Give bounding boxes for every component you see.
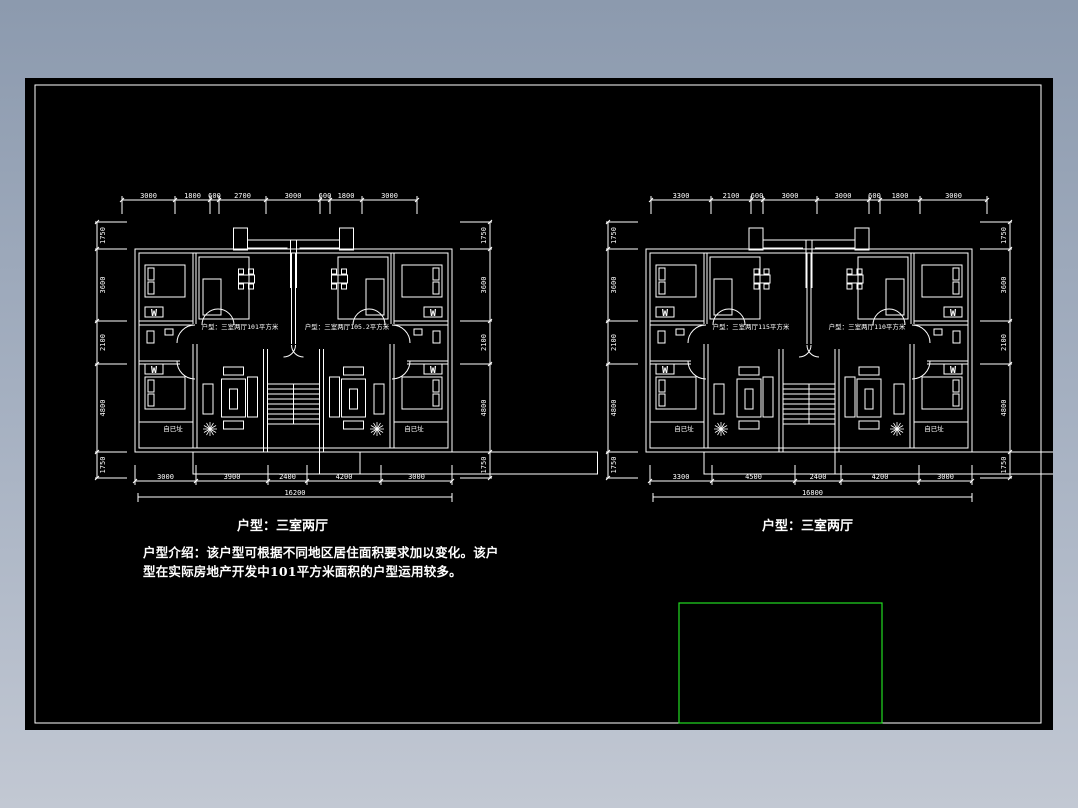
- dimension-text: 3000: [937, 473, 954, 481]
- dimension-text: 3000: [945, 192, 962, 200]
- dimension-text: 3600: [99, 277, 107, 294]
- wardrobe-symbol: W: [950, 308, 957, 319]
- dimension-text: 1750: [610, 227, 618, 244]
- dimension-text: 3000: [782, 192, 799, 200]
- dimension-text: 4800: [610, 400, 618, 417]
- dimension-text: 3300: [673, 473, 690, 481]
- wardrobe-symbol: W: [151, 308, 158, 319]
- dimension-text: 3000: [157, 473, 174, 481]
- wardrobe-symbol: W: [662, 365, 669, 376]
- room-label: 自已址: [924, 424, 944, 433]
- dimension-text: 3600: [1000, 277, 1008, 294]
- total-width-dimension: 16800: [802, 489, 823, 497]
- dimension-text: 1750: [99, 457, 107, 474]
- room-label: 自已址: [404, 424, 424, 433]
- dimension-text: 3000: [835, 192, 852, 200]
- dimension-text: 4800: [480, 400, 488, 417]
- dimension-text: 3000: [381, 192, 398, 200]
- viewport-rectangle[interactable]: [678, 602, 883, 724]
- dimension-text: 4800: [1000, 400, 1008, 417]
- dimension-text: 1800: [338, 192, 355, 200]
- dimension-text: 1750: [1000, 457, 1008, 474]
- dimension-text: 4500: [745, 473, 762, 481]
- room-label: 自已址: [163, 424, 183, 433]
- dimension-text: 1800: [184, 192, 201, 200]
- dimension-text: 4800: [99, 400, 107, 417]
- dimension-text: 3600: [610, 277, 618, 294]
- dimension-text: 3000: [285, 192, 302, 200]
- dimension-text: 2100: [480, 334, 488, 351]
- description-line-2: 型在实际房地产开发中101平方米面积的户型运用较多。: [143, 564, 462, 579]
- dimension-text: 600: [208, 192, 221, 200]
- dimension-text: 3000: [408, 473, 425, 481]
- sheet-border: [34, 84, 1042, 724]
- total-width-dimension: 16200: [284, 489, 305, 497]
- dimension-text: 1750: [480, 457, 488, 474]
- dimension-text: 3600: [480, 277, 488, 294]
- dimension-text: 1800: [892, 192, 909, 200]
- wardrobe-symbol: W: [430, 365, 437, 376]
- description-line-1: 户型介绍：该户型可根据不同地区居住面积要求加以变化。该户: [143, 545, 499, 560]
- dimension-text: 600: [868, 192, 881, 200]
- dimension-text: 2100: [99, 334, 107, 351]
- dimension-text: 1750: [1000, 227, 1008, 244]
- dimension-text: 2100: [1000, 334, 1008, 351]
- unit-area-label: 户型：三室两厅110平方米: [829, 322, 906, 331]
- dimension-text: 3000: [140, 192, 157, 200]
- wardrobe-symbol: W: [950, 365, 957, 376]
- wardrobe-symbol: W: [151, 365, 158, 376]
- dimension-text: 2100: [723, 192, 740, 200]
- unit-area-label: 户型：三室两厅105.2平方米: [305, 322, 390, 331]
- layout-description: 户型介绍：该户型可根据不同地区居住面积要求加以变化。该户 型在实际房地产开发中1…: [143, 543, 523, 581]
- dimension-text: 3300: [673, 192, 690, 200]
- plan-title-right: 户型：三室两厅: [762, 519, 854, 534]
- wardrobe-symbol: W: [662, 308, 669, 319]
- wardrobe-symbol: W: [430, 308, 437, 319]
- dimension-text: 4200: [872, 473, 889, 481]
- dimension-text: 600: [319, 192, 332, 200]
- room-label: 自已址: [674, 424, 694, 433]
- dimension-text: 3900: [224, 473, 241, 481]
- unit-area-label: 户型：三室两厅101平方米: [202, 322, 279, 331]
- dimension-text: 2400: [810, 473, 827, 481]
- dimension-text: 4200: [336, 473, 353, 481]
- plan-title-left: 户型：三室两厅: [237, 519, 329, 534]
- dimension-text: 2400: [279, 473, 296, 481]
- unit-area-label: 户型：三室两厅115平方米: [713, 322, 790, 331]
- dimension-text: 600: [751, 192, 764, 200]
- dimension-text: 2100: [610, 334, 618, 351]
- dimension-text: 1750: [610, 457, 618, 474]
- cad-model-space[interactable]: W W W W 户型：三室两厅101平方米 户型：三室两厅105.2平方米自已址 自已址 30…: [25, 78, 1053, 730]
- dimension-text: 2700: [234, 192, 251, 200]
- dimension-text: 1750: [99, 227, 107, 244]
- dimension-text: 1750: [480, 227, 488, 244]
